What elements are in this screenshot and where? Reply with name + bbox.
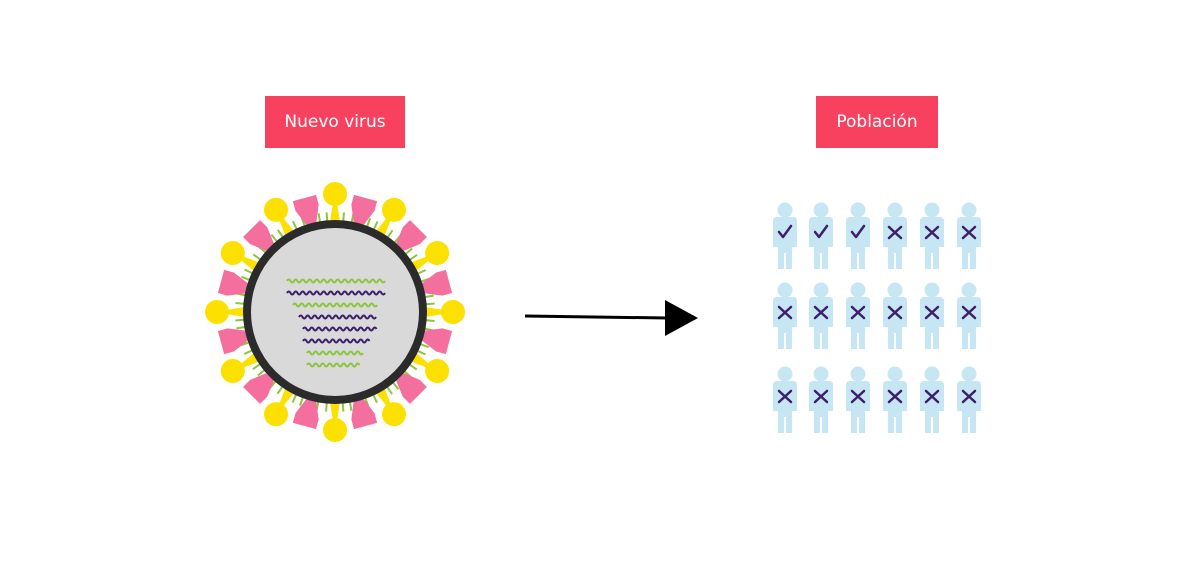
cross-icon: [850, 389, 866, 404]
person-cross: [846, 366, 870, 433]
person-cross: [920, 202, 944, 269]
person-cross: [883, 202, 907, 269]
cross-icon: [777, 305, 793, 320]
population-label-text: Población: [836, 112, 918, 132]
pink-spike: [417, 269, 453, 296]
cross-icon: [961, 389, 977, 404]
rna-strand: [298, 314, 377, 320]
person-cross: [957, 366, 981, 433]
rna-strand: [306, 350, 364, 356]
pink-spike: [393, 370, 427, 404]
pink-spike: [292, 394, 319, 430]
arrow-head: [665, 300, 698, 336]
person-cross: [773, 282, 797, 349]
virus-illustration: [205, 182, 465, 442]
rna-strand: [292, 302, 378, 308]
pink-spike: [217, 269, 253, 296]
cross-icon: [924, 305, 940, 320]
cross-icon: [777, 389, 793, 404]
cross-icon: [961, 305, 977, 320]
virus-label: Nuevo virus: [265, 96, 405, 148]
rna-strand: [302, 338, 371, 344]
rna-strand: [286, 278, 386, 284]
virus-label-text: Nuevo virus: [284, 112, 386, 132]
person-cross: [920, 366, 944, 433]
arrow: [524, 300, 698, 336]
rna-strand: [306, 362, 361, 368]
cross-icon: [850, 305, 866, 320]
cross-icon: [887, 305, 903, 320]
rna-strand: [286, 290, 386, 296]
check-icon: [777, 224, 793, 239]
rna-strand: [302, 326, 378, 332]
person-cross: [957, 202, 981, 269]
population-grid: [773, 202, 981, 433]
virus-membrane: [243, 220, 427, 404]
person-cross: [883, 282, 907, 349]
person-check: [773, 202, 797, 269]
pink-spike: [417, 328, 453, 355]
person-cross: [809, 282, 833, 349]
person-cross: [883, 366, 907, 433]
pink-spike: [351, 394, 378, 430]
person-cross: [957, 282, 981, 349]
pink-spike: [351, 194, 378, 230]
pink-spike: [243, 370, 277, 404]
person-cross: [920, 282, 944, 349]
cross-icon: [924, 389, 940, 404]
person-check: [809, 202, 833, 269]
pink-spike: [292, 194, 319, 230]
cross-icon: [924, 225, 940, 240]
cross-icon: [887, 389, 903, 404]
cross-icon: [813, 305, 829, 320]
person-check: [846, 202, 870, 269]
cross-icon: [961, 225, 977, 240]
person-cross: [773, 366, 797, 433]
cross-icon: [887, 225, 903, 240]
pink-spike: [393, 220, 427, 254]
population-label: Población: [816, 96, 938, 148]
pink-spike: [217, 328, 253, 355]
cross-icon: [813, 389, 829, 404]
person-cross: [846, 282, 870, 349]
check-icon: [813, 224, 829, 239]
virus-rna: [286, 278, 386, 368]
person-cross: [809, 366, 833, 433]
pink-spike: [243, 220, 277, 254]
arrow-line: [524, 314, 668, 320]
check-icon: [850, 224, 866, 239]
